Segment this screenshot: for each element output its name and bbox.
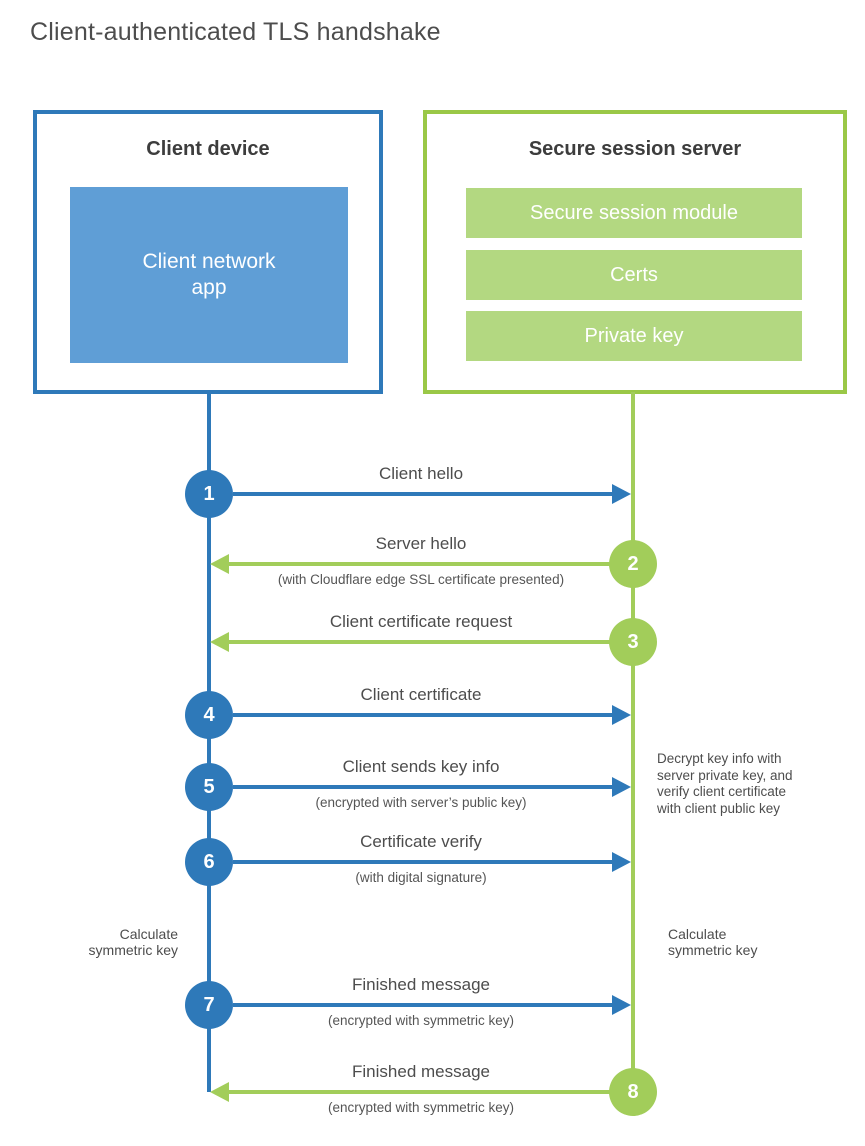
arrow-right-icon	[612, 484, 631, 504]
message-label: Client certificate	[360, 685, 482, 704]
message-detail: (with digital signature)	[355, 870, 487, 885]
message-label: Server hello	[375, 534, 467, 553]
step-number-badge: 4	[185, 691, 233, 739]
message-detail: (encrypted with server’s public key)	[315, 795, 527, 810]
client-device-title: Client device	[146, 138, 270, 160]
arrow-right-icon	[612, 777, 631, 797]
message-label: Finished message	[352, 975, 490, 994]
message-detail: (encrypted with symmetric key)	[327, 1100, 515, 1115]
arrow-line	[229, 640, 611, 644]
step-number-badge: 8	[609, 1068, 657, 1116]
client-network-app-box: Client network app	[70, 187, 348, 363]
arrow-right-icon	[612, 852, 631, 872]
arrow-line	[229, 1090, 611, 1094]
arrow-left-icon	[210, 632, 229, 652]
message-label: Client sends key info	[342, 757, 500, 776]
step-number-badge: 2	[609, 540, 657, 588]
diagram-title: Client-authenticated TLS handshake	[30, 18, 441, 46]
arrow-line	[233, 785, 615, 789]
step-number-badge: 5	[185, 763, 233, 811]
arrow-left-icon	[210, 554, 229, 574]
secure-session-server-box: Secure session server Secure session mod…	[423, 110, 847, 394]
client-calculate-symmetric-key-note: Calculate symmetric key	[88, 926, 178, 958]
message-label: Client certificate request	[329, 612, 513, 631]
arrow-line	[233, 1003, 615, 1007]
server-lifeline	[631, 392, 635, 1092]
server-decrypt-note: Decrypt key info with server private key…	[657, 751, 793, 816]
message-detail: (with Cloudflare edge SSL certificate pr…	[277, 572, 565, 587]
server-module-private-key: Private key	[466, 311, 802, 361]
step-number-badge: 1	[185, 470, 233, 518]
message-label: Client hello	[378, 464, 464, 483]
message-detail: (encrypted with symmetric key)	[327, 1013, 515, 1028]
server-module-certs: Certs	[466, 250, 802, 300]
client-device-box: Client device Client network app	[33, 110, 383, 394]
arrow-line	[229, 562, 611, 566]
arrow-line	[233, 713, 615, 717]
step-number-badge: 7	[185, 981, 233, 1029]
message-label: Certificate verify	[360, 832, 482, 851]
step-number-badge: 6	[185, 838, 233, 886]
arrow-line	[233, 492, 615, 496]
message-label: Finished message	[352, 1062, 490, 1081]
server-calculate-symmetric-key-note: Calculate symmetric key	[668, 926, 758, 958]
step-number-badge: 3	[609, 618, 657, 666]
secure-session-server-title: Secure session server	[528, 138, 742, 160]
arrow-line	[233, 860, 615, 864]
server-module-secure-session: Secure session module	[466, 188, 802, 238]
arrow-right-icon	[612, 705, 631, 725]
client-lifeline	[207, 392, 211, 1092]
arrow-right-icon	[612, 995, 631, 1015]
arrow-left-icon	[210, 1082, 229, 1102]
